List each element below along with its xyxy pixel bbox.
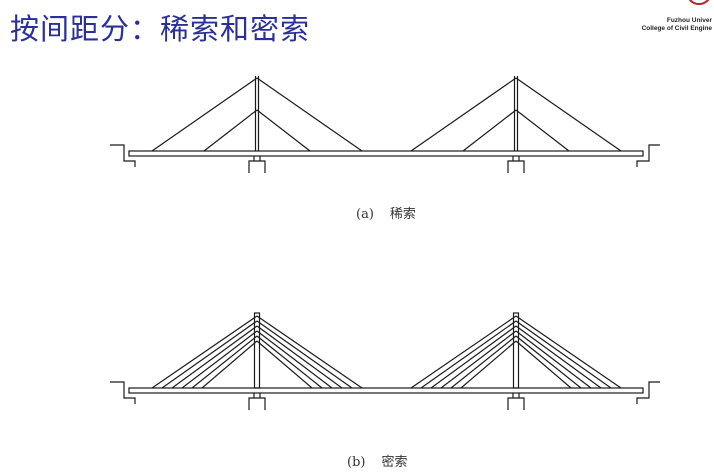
stay-cable xyxy=(515,335,582,389)
dense-cable-bridge xyxy=(110,312,660,410)
stay-cable xyxy=(151,315,258,389)
stay-cable xyxy=(256,340,313,389)
stay-cable xyxy=(161,320,258,389)
stay-cable xyxy=(151,77,258,152)
logo-university-name: Fuzhou Univer xyxy=(666,17,712,24)
right-abutment xyxy=(636,381,660,404)
caption-dense: (b) 密索 xyxy=(347,451,407,470)
caption-sparse-label: (a) xyxy=(356,207,374,222)
stay-cable xyxy=(256,77,363,152)
stay-cable xyxy=(256,325,343,389)
stay-cable xyxy=(171,325,258,389)
stay-cable xyxy=(410,77,517,152)
stay-cable xyxy=(515,340,572,389)
right-abutment xyxy=(636,144,660,167)
bridge-deck xyxy=(128,387,644,394)
tower-2 xyxy=(512,312,520,389)
tower-1 xyxy=(253,312,261,389)
slide-title: 按间距分：稀索和密索 xyxy=(10,12,311,46)
stay-cable xyxy=(256,335,323,389)
stay-cable xyxy=(191,335,258,389)
caption-sparse: (a) 稀索 xyxy=(356,203,416,222)
caption-sparse-name: 稀索 xyxy=(389,207,416,222)
stay-cable xyxy=(181,330,258,389)
left-abutment xyxy=(110,381,136,404)
stay-cable xyxy=(515,315,622,389)
caption-dense-label: (b) xyxy=(347,455,366,470)
university-emblem-icon xyxy=(688,0,710,5)
sparse-cable-bridge xyxy=(110,76,660,173)
left-abutment xyxy=(110,144,136,167)
stay-cable xyxy=(430,325,517,389)
university-logo: Fuzhou Univer College of Civil Engine xyxy=(622,0,714,36)
stay-cable xyxy=(462,109,517,152)
stay-cable xyxy=(515,325,602,389)
stay-cable xyxy=(515,77,622,152)
pier-2 xyxy=(507,397,525,410)
stay-cable xyxy=(410,315,517,389)
bridge-deck xyxy=(128,150,644,157)
stay-cable xyxy=(460,340,517,389)
stay-cable xyxy=(440,330,517,389)
stay-cable xyxy=(201,340,258,389)
logo-college-name: College of Civil Engine xyxy=(641,25,712,32)
caption-dense-name: 密索 xyxy=(381,455,408,470)
stay-cable xyxy=(420,320,517,389)
stay-cable xyxy=(256,109,311,152)
stay-cable xyxy=(450,335,517,389)
stay-cable xyxy=(256,320,353,389)
stay-cable xyxy=(515,109,570,152)
stay-cable xyxy=(203,109,258,152)
pier-2 xyxy=(507,160,525,173)
stay-cable xyxy=(256,330,333,389)
pier-1 xyxy=(248,397,266,410)
pier-1 xyxy=(248,160,266,173)
stay-cable xyxy=(515,330,592,389)
stay-cable xyxy=(515,320,612,389)
stay-cable xyxy=(256,315,363,389)
